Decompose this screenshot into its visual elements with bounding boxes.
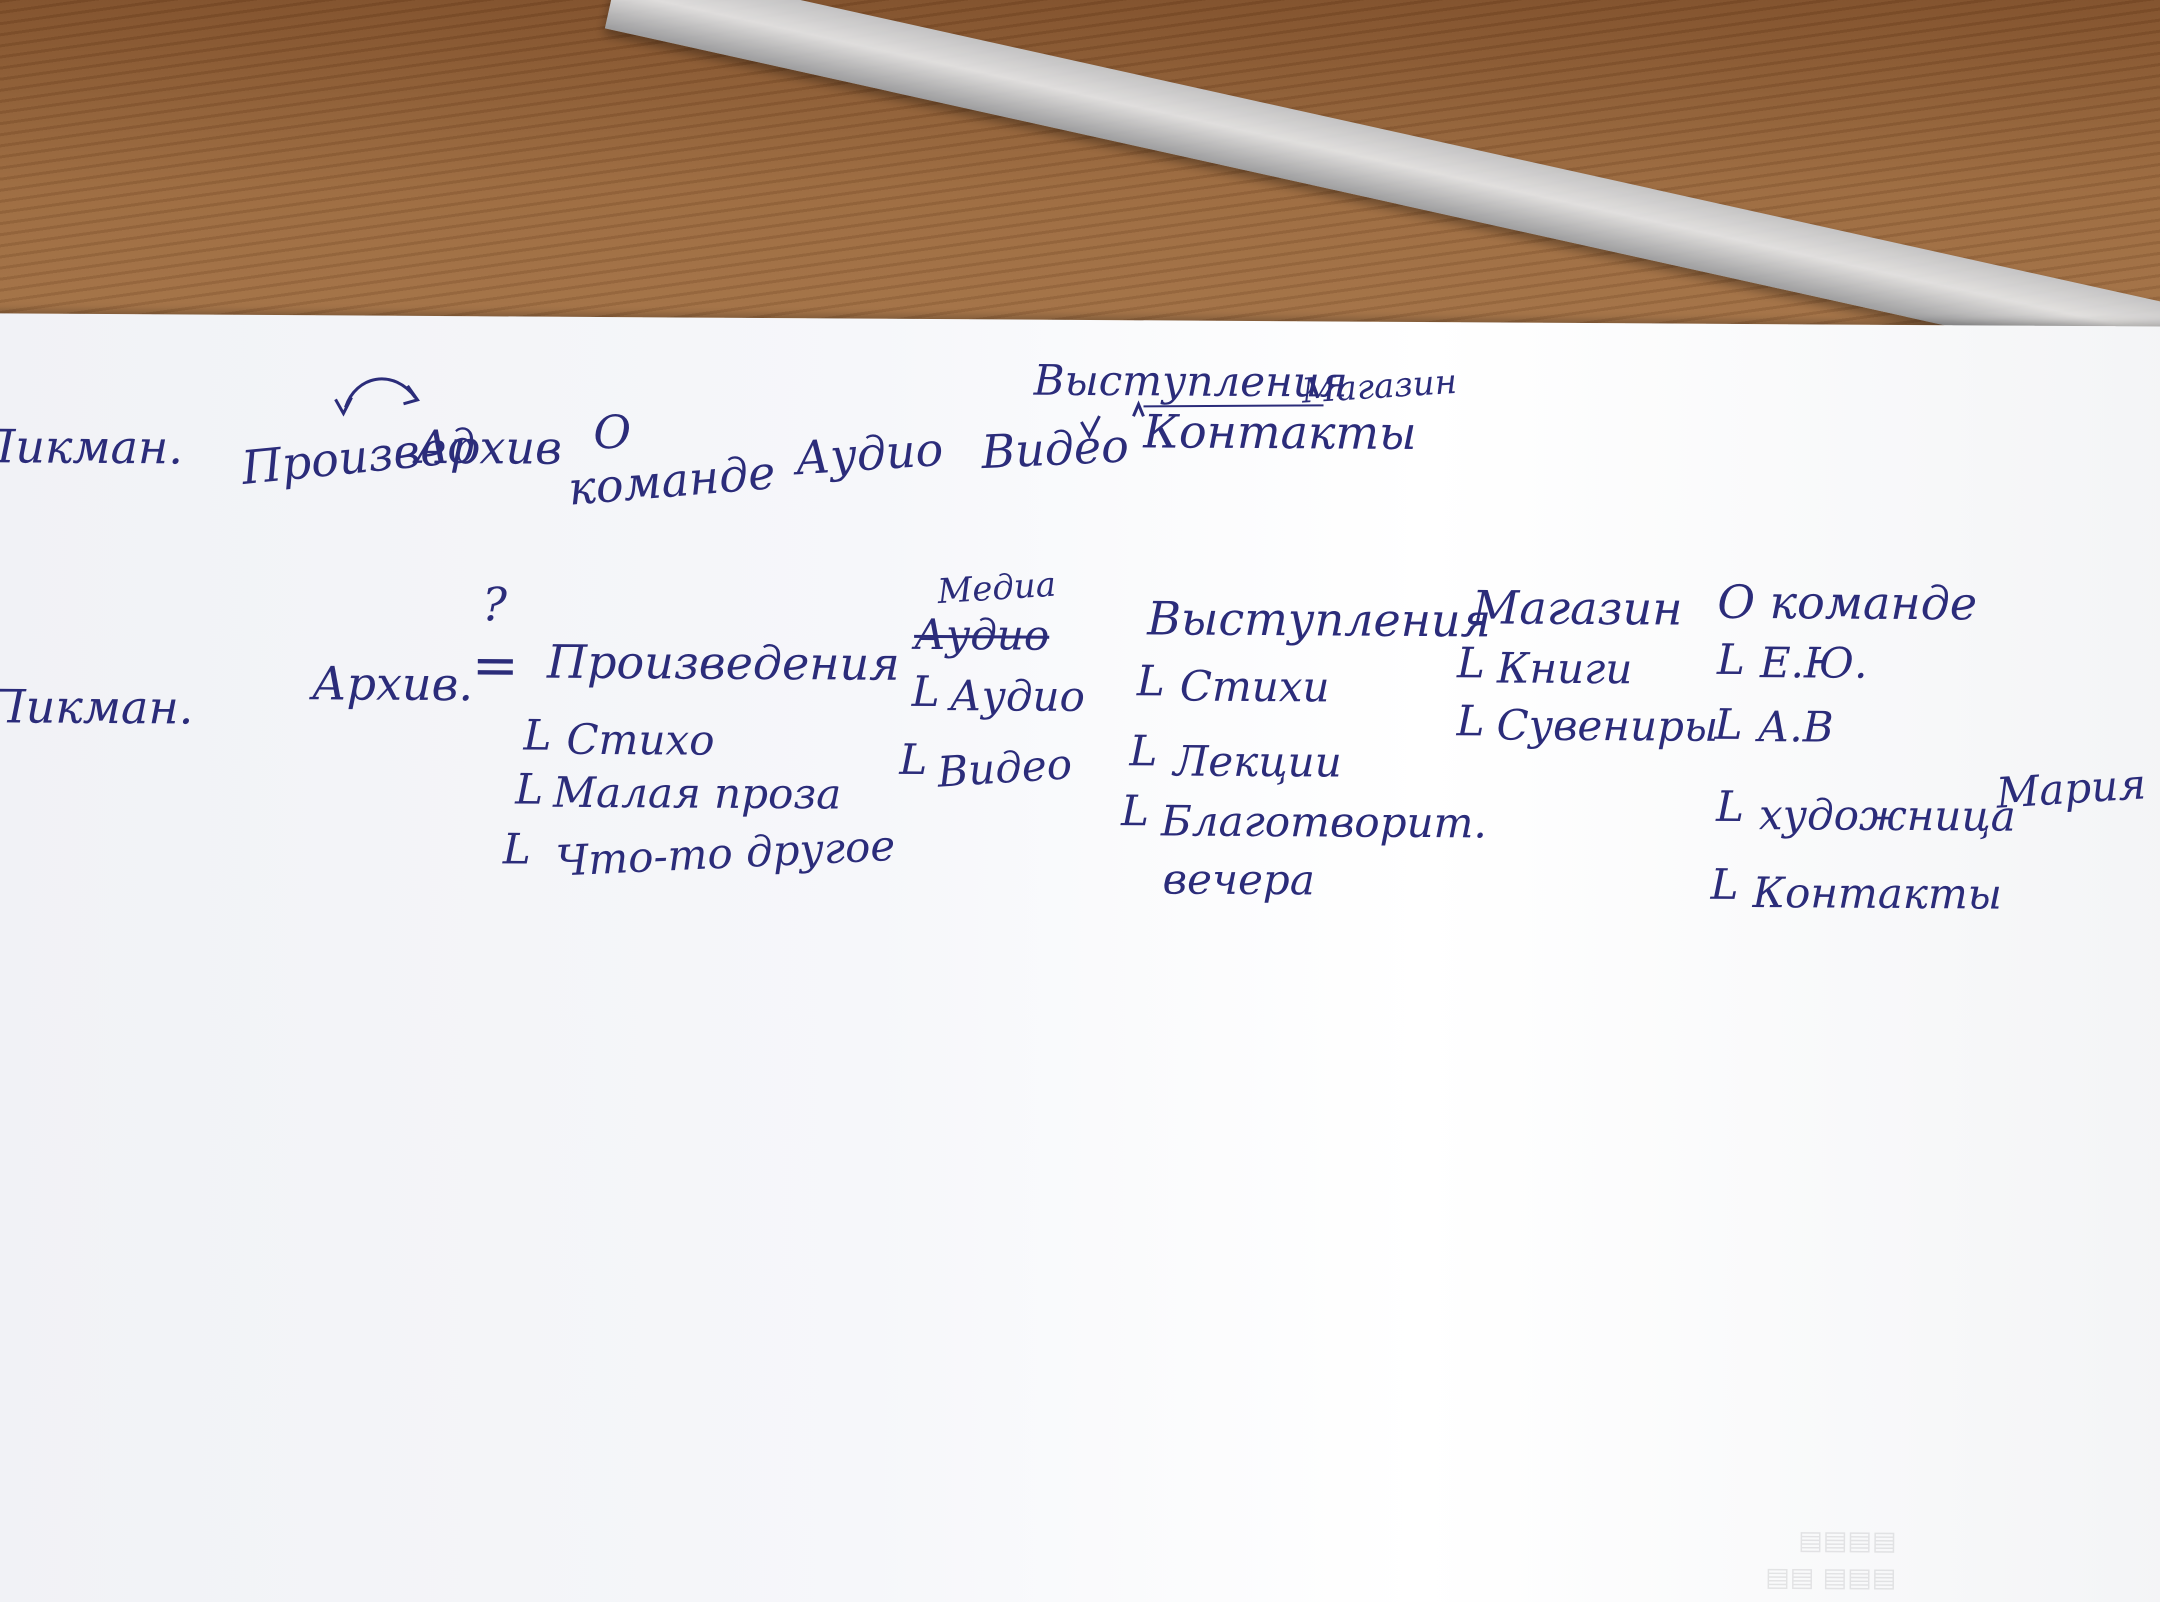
checkmark-icon — [334, 396, 353, 417]
checkmark-icon — [1080, 415, 1101, 440]
arrow-head-icon — [403, 384, 420, 406]
paper-sheet: ▤▤▤▤▤▤▤▤ ▤▤▤▤▤▤ Пикман. Произвед Архив О… — [0, 313, 2160, 1602]
caret-icon — [1132, 400, 1145, 417]
pen-marks — [334, 377, 1324, 440]
overline-stroke — [1143, 404, 1324, 408]
show-through-print: ▤▤▤▤▤▤▤▤ ▤▤▤▤▤▤ — [1765, 1528, 1897, 1602]
